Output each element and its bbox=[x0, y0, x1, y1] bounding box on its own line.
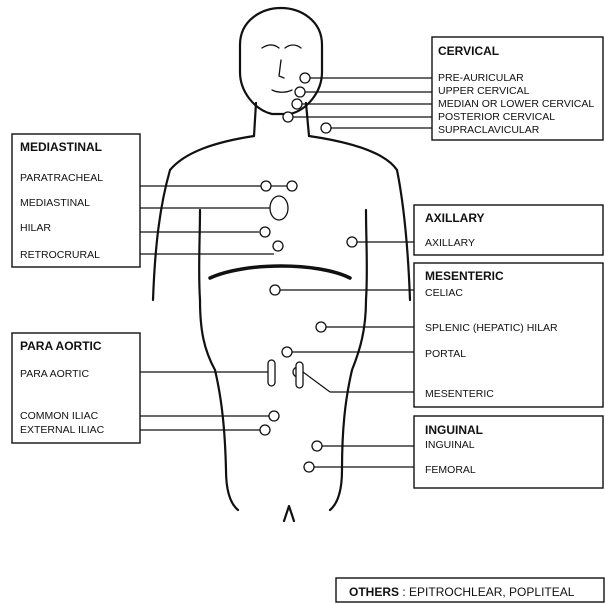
node-pre-auricular bbox=[300, 73, 310, 83]
node-portal bbox=[282, 347, 292, 357]
inguinal-group: INGUINAL INGUINAL FEMORAL bbox=[414, 416, 603, 488]
para-aortic-item-external-iliac: EXTERNAL ILIAC bbox=[20, 424, 105, 436]
node-lower-cervical bbox=[292, 99, 302, 109]
node-supraclavicular bbox=[321, 123, 331, 133]
mediastinal-item-paratracheal: PARATRACHEAL bbox=[20, 172, 103, 184]
node-hilar bbox=[260, 227, 270, 237]
node-mediastinal bbox=[270, 196, 288, 220]
para-aortic-heading: PARA AORTIC bbox=[20, 339, 102, 353]
cervical-item-lower-cervical: MEDIAN OR LOWER CERVICAL bbox=[438, 98, 594, 110]
mesenteric-item-celiac: CELIAC bbox=[425, 287, 463, 299]
mesenteric-item-portal: PORTAL bbox=[425, 348, 466, 360]
cervical-heading: CERVICAL bbox=[438, 44, 499, 58]
body-outline bbox=[153, 8, 410, 510]
mediastinal-item-hilar: HILAR bbox=[20, 222, 51, 234]
others-separator: : bbox=[399, 585, 409, 599]
mesenteric-item-mesenteric: MESENTERIC bbox=[425, 388, 494, 400]
mesenteric-item-splenic-hilar: SPLENIC (HEPATIC) HILAR bbox=[425, 322, 558, 334]
mediastinal-item-mediastinal: MEDIASTINAL bbox=[20, 197, 90, 209]
mesenteric-heading: MESENTERIC bbox=[425, 269, 504, 283]
others-text: OTHERS : EPITROCHLEAR, POPLITEAL bbox=[349, 585, 575, 599]
node-para-aortic-left bbox=[268, 360, 275, 386]
node-upper-cervical bbox=[295, 87, 305, 97]
inguinal-item-inguinal: INGUINAL bbox=[425, 439, 475, 451]
node-splenic-hilar bbox=[316, 322, 326, 332]
node-paratracheal-right bbox=[287, 181, 297, 191]
others-group: OTHERS : EPITROCHLEAR, POPLITEAL bbox=[336, 578, 604, 602]
others-items: EPITROCHLEAR, POPLITEAL bbox=[409, 585, 575, 599]
axillary-item-axillary: AXILLARY bbox=[425, 237, 475, 249]
face bbox=[262, 45, 301, 92]
connector-lines bbox=[140, 78, 432, 467]
node-retrocrural bbox=[273, 241, 283, 251]
cervical-item-posterior-cervical: POSTERIOR CERVICAL bbox=[438, 111, 555, 123]
node-external-iliac bbox=[260, 425, 270, 435]
mediastinal-group: MEDIASTINAL PARATRACHEAL MEDIASTINAL HIL… bbox=[12, 134, 140, 267]
node-inguinal bbox=[312, 441, 322, 451]
node-paratracheal-left bbox=[261, 181, 271, 191]
mesenteric-box bbox=[414, 263, 603, 407]
cervical-item-pre-auricular: PRE-AURICULAR bbox=[438, 72, 524, 84]
node-posterior-cervical bbox=[283, 112, 293, 122]
cervical-group: CERVICAL PRE-AURICULAR UPPER CERVICAL ME… bbox=[432, 37, 603, 140]
node-axillary bbox=[347, 237, 357, 247]
para-aortic-group: PARA AORTIC PARA AORTIC COMMON ILIAC EXT… bbox=[12, 333, 140, 443]
cervical-item-supraclavicular: SUPRACLAVICULAR bbox=[438, 124, 540, 136]
axillary-group: AXILLARY AXILLARY bbox=[414, 205, 603, 255]
node-para-aortic-right bbox=[296, 362, 303, 388]
mediastinal-item-retrocrural: RETROCRURAL bbox=[20, 249, 100, 261]
node-celiac bbox=[270, 285, 280, 295]
diaphragm-line bbox=[210, 266, 350, 278]
mediastinal-heading: MEDIASTINAL bbox=[20, 140, 102, 154]
cervical-item-upper-cervical: UPPER CERVICAL bbox=[438, 85, 530, 97]
inguinal-item-femoral: FEMORAL bbox=[425, 464, 476, 476]
crotch-mark bbox=[284, 506, 294, 521]
para-aortic-item-common-iliac: COMMON ILIAC bbox=[20, 410, 99, 422]
node-common-iliac bbox=[269, 411, 279, 421]
inguinal-heading: INGUINAL bbox=[425, 423, 483, 437]
mesenteric-group: MESENTERIC CELIAC SPLENIC (HEPATIC) HILA… bbox=[414, 263, 603, 407]
node-femoral bbox=[304, 462, 314, 472]
others-heading: OTHERS bbox=[349, 585, 399, 599]
para-aortic-item-para-aortic: PARA AORTIC bbox=[20, 368, 89, 380]
axillary-heading: AXILLARY bbox=[425, 211, 485, 225]
